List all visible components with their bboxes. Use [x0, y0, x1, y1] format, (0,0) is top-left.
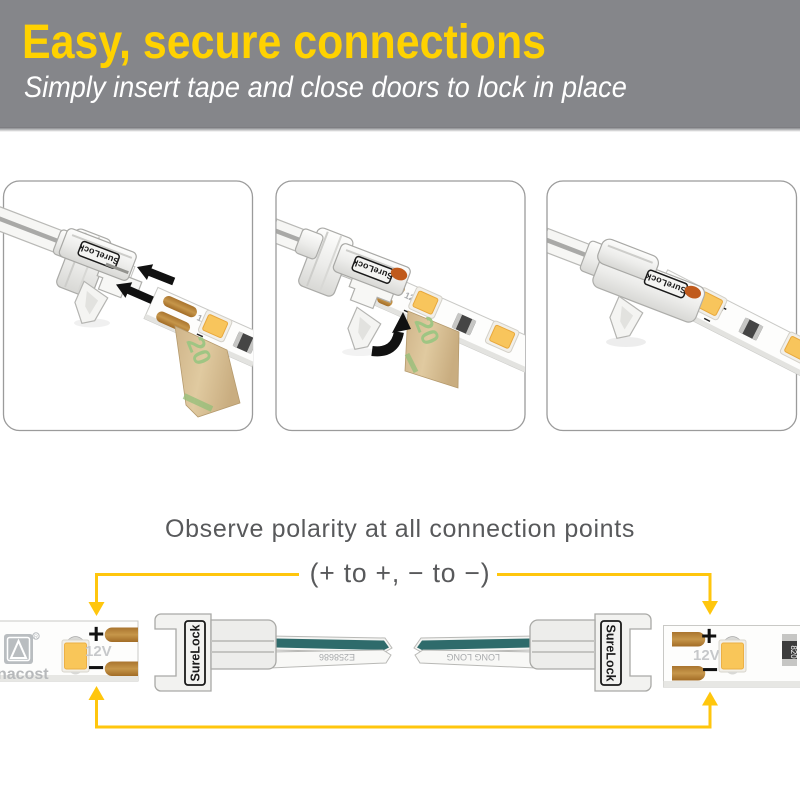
svg-text:+: +	[701, 620, 717, 651]
svg-text:820: 820	[789, 645, 798, 659]
svg-text:12V: 12V	[85, 643, 112, 660]
svg-text:−: −	[88, 652, 104, 683]
svg-text:SureLock: SureLock	[604, 625, 618, 682]
svg-text:+: +	[88, 618, 104, 649]
svg-text:R: R	[34, 635, 38, 641]
svg-text:nacost: nacost	[0, 666, 49, 683]
svg-text:LONG LONG: LONG LONG	[446, 652, 500, 662]
svg-text:12V: 12V	[693, 647, 720, 664]
svg-text:SureLock: SureLock	[189, 624, 203, 681]
svg-text:E258686: E258686	[319, 652, 355, 662]
svg-text:−: −	[702, 654, 718, 685]
